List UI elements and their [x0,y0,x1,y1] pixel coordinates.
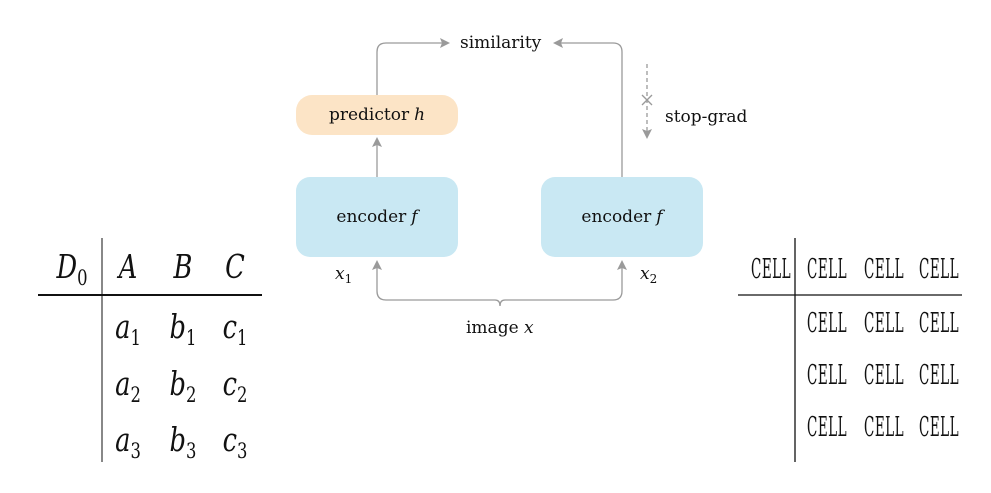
stop-grad-cross-icon [641,94,653,106]
left-table-header-c: C [225,247,245,286]
image-brace [494,299,506,307]
x2-label: x2 [640,264,658,286]
left-table-cell: a2 [115,364,141,407]
predictor-to-similarity-arrow [376,38,450,95]
left-table-header-d0: D0 [56,247,88,290]
left-table-header-a: A [118,247,138,286]
left-table-cell: a1 [115,307,141,350]
left-table-rules [38,238,262,462]
left-table-cell: b3 [169,420,197,463]
image-to-encoder-right-arrow [505,260,627,301]
left-table-cell: a3 [115,420,141,463]
x1-label: x1 [335,264,353,286]
encoder-right-to-similarity-arrow [553,38,623,177]
similarity-label: similarity [460,33,542,53]
image-to-encoder-left-arrow [372,260,495,301]
left-table-cell: c2 [222,364,248,407]
left-table-cell: b2 [169,364,197,407]
left-table: D0 A B C a1 b1 c1 a2 b2 c2 a3 b3 c3 [0,0,300,493]
stop-grad-label: stop-grad [665,107,748,127]
image-label: image x [466,318,534,338]
left-table-cell: c3 [222,420,248,463]
left-table-cell: c1 [222,307,248,350]
left-table-cell: b1 [169,307,197,350]
left-table-header-b: B [173,247,193,286]
